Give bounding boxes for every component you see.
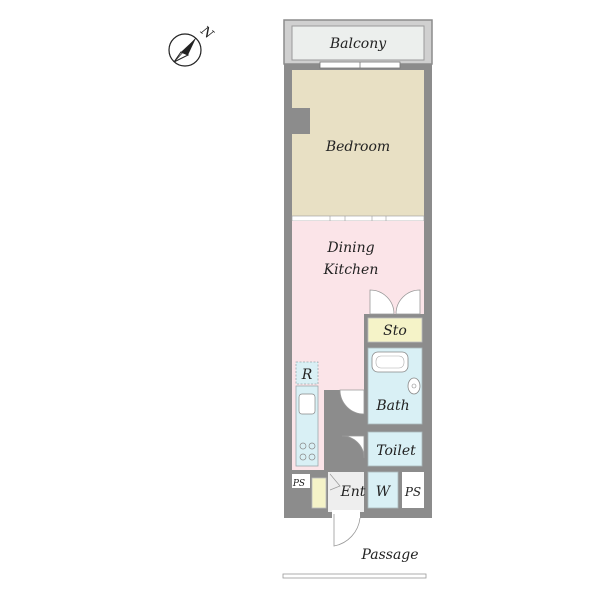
pillar bbox=[284, 108, 310, 134]
bath-label: Bath bbox=[375, 398, 409, 414]
storage-doors bbox=[369, 289, 421, 315]
refrigerator-label: R bbox=[301, 367, 313, 383]
kitchen-counter bbox=[295, 385, 319, 467]
north-label: N bbox=[197, 23, 217, 43]
kitchen-sink-icon bbox=[298, 393, 316, 415]
toilet-label: Toilet bbox=[376, 443, 416, 459]
passage-label: Passage bbox=[360, 547, 418, 563]
sink-icon bbox=[407, 377, 421, 395]
north-arrow-icon bbox=[168, 33, 202, 67]
ps-right-label: PS bbox=[404, 485, 421, 499]
washer-label: W bbox=[376, 484, 392, 500]
bedroom-sliding-door bbox=[291, 215, 425, 222]
kitchen-label: Kitchen bbox=[323, 262, 379, 278]
entrance-door bbox=[333, 514, 361, 547]
entrance-label: Ent bbox=[340, 484, 366, 500]
toilet bbox=[367, 431, 423, 467]
storage-label: Sto bbox=[383, 323, 407, 339]
dining-label: Dining bbox=[326, 240, 374, 256]
bedroom-label: Bedroom bbox=[325, 139, 390, 155]
ps-right bbox=[402, 472, 424, 508]
toilet-door bbox=[341, 435, 365, 459]
stove-icon bbox=[299, 442, 316, 461]
bathtub-icon bbox=[371, 351, 409, 373]
refrigerator bbox=[295, 361, 319, 385]
shoe-cabinet bbox=[311, 477, 327, 509]
ps-left-label: PS bbox=[292, 479, 305, 489]
ps-left bbox=[292, 474, 310, 488]
washer bbox=[367, 471, 399, 509]
entrance-step bbox=[329, 473, 341, 491]
bedroom bbox=[292, 70, 424, 218]
balcony-label: Balcony bbox=[329, 36, 387, 52]
passage-handrail bbox=[282, 573, 427, 579]
entrance-opening bbox=[332, 510, 360, 520]
dining-kitchen bbox=[292, 221, 424, 470]
bath-door bbox=[339, 389, 365, 415]
storage bbox=[367, 317, 423, 343]
balcony bbox=[283, 19, 433, 65]
balcony-window bbox=[319, 61, 401, 69]
